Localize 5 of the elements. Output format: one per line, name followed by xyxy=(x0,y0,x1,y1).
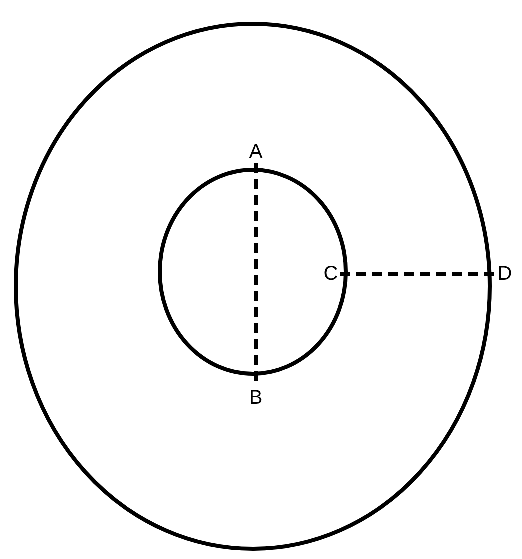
point-label: B xyxy=(247,387,265,409)
point-label: D xyxy=(496,263,514,285)
point-label: C xyxy=(322,263,340,285)
dashed-line xyxy=(340,272,496,276)
point-label: A xyxy=(247,141,265,163)
